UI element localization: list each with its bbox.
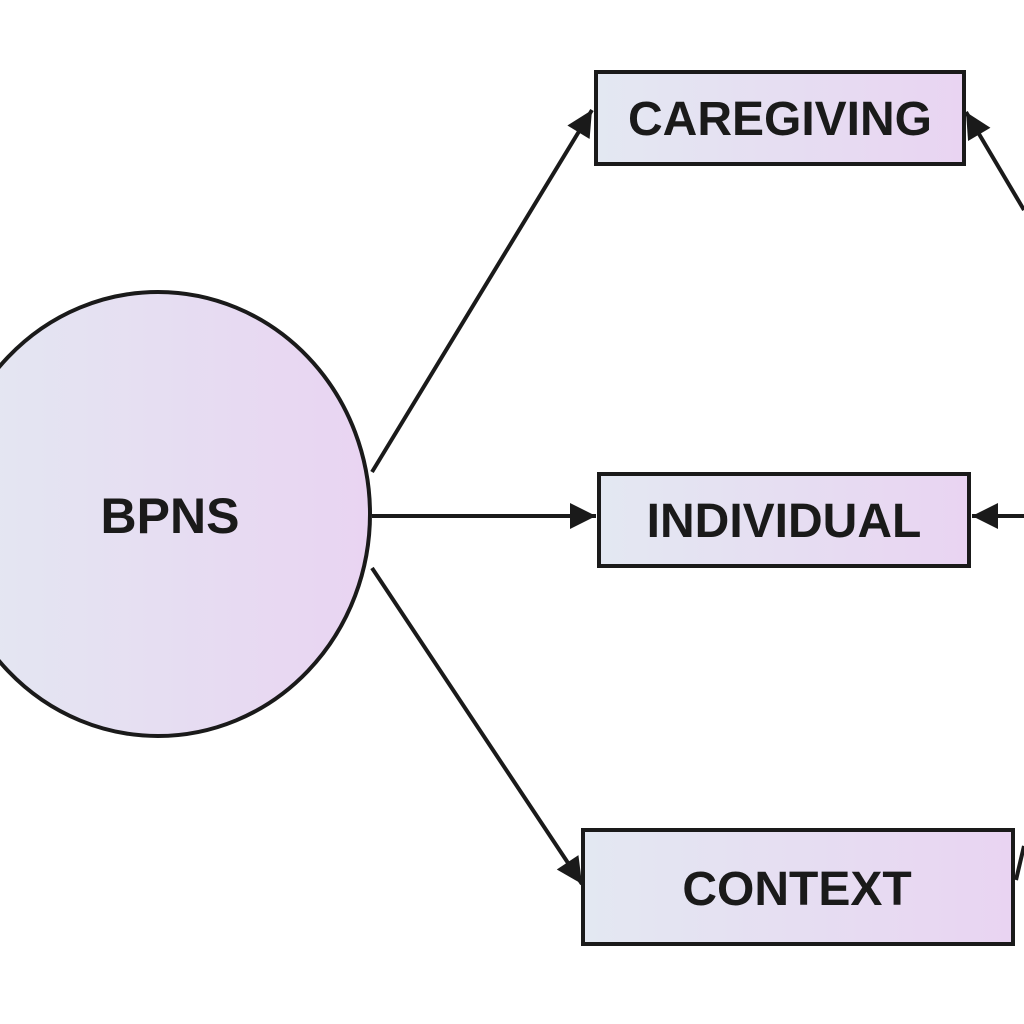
edge-right-caregiving (964, 110, 1024, 212)
node-bpns-label: BPNS (101, 488, 240, 544)
node-individual: INDIVIDUAL (597, 472, 971, 568)
edge-bpns-caregiving (370, 108, 594, 474)
node-context: CONTEXT (581, 828, 1015, 946)
node-context-label: CONTEXT (682, 863, 911, 916)
node-caregiving: CAREGIVING (594, 70, 966, 166)
node-caregiving-label: CAREGIVING (628, 93, 932, 146)
node-bpns: BPNS (0, 290, 372, 738)
edge-bpns-context (370, 566, 584, 886)
edge-right-context (1014, 845, 1024, 881)
node-individual-label: INDIVIDUAL (647, 495, 922, 548)
